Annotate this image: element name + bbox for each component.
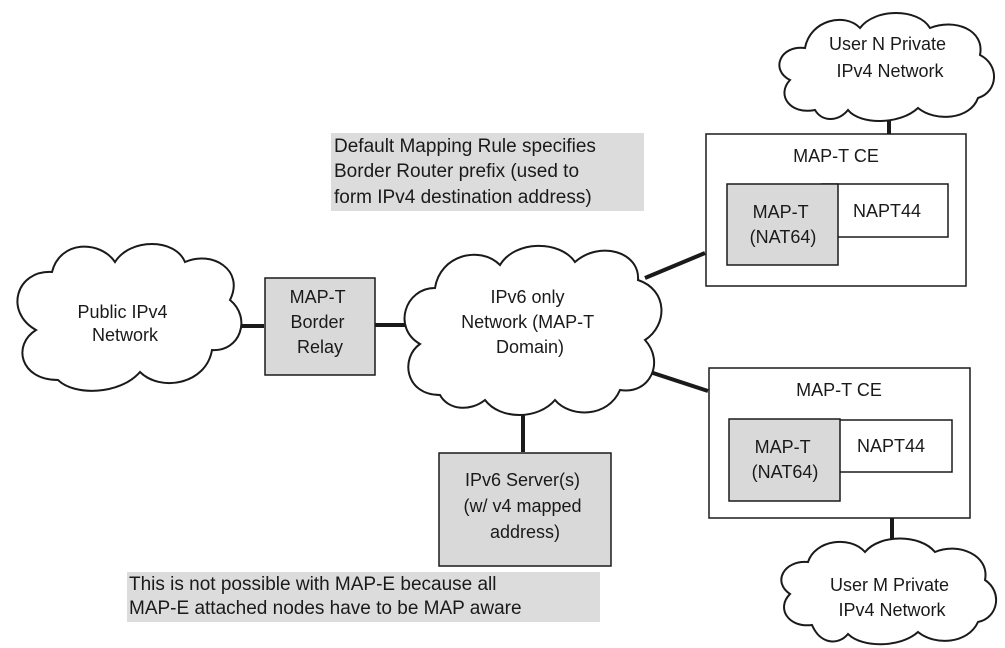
ce-top-maptnat-label: MAP-T (NAT64) — [750, 202, 817, 247]
ipv6-server: IPv6 Server(s) (w/ v4 mapped address) — [438, 452, 612, 567]
cloud-user-m: User M Private IPv4 Network — [780, 537, 998, 646]
note-mapping-rule-text: Default Mapping Rule specifies Border Ro… — [334, 136, 601, 208]
cloud-shape — [16, 243, 243, 392]
note-map-e-text: This is not possible with MAP-E because … — [129, 574, 522, 619]
ce-top-maptnat-box — [726, 183, 839, 266]
cloud-ipv6-network: IPv6 only Network (MAP-T Domain) — [403, 244, 663, 416]
cloud-user-n: User N Private IPv4 Network — [778, 12, 995, 122]
cloud-public-ipv4: Public IPv4 Network — [16, 243, 243, 392]
ce-bottom-maptnat-label: MAP-T (NAT64) — [752, 437, 819, 482]
ce-top: MAP-T CE NAPT44 MAP-T (NAT64) — [705, 133, 967, 287]
cloud-ipv6-network-label: IPv6 only Network (MAP-T Domain) — [461, 287, 599, 357]
ipv6-server-box — [438, 452, 612, 567]
note-map-e: This is not possible with MAP-E because … — [127, 572, 600, 622]
note-map-e-bg — [127, 572, 600, 622]
ce-bottom-title: MAP-T CE — [796, 380, 882, 400]
ce-bottom-maptnat-box — [728, 418, 841, 502]
ipv6-server-label: IPv6 Server(s) (w/ v4 mapped address) — [463, 470, 586, 542]
note-mapping-rule: Default Mapping Rule specifies Border Ro… — [331, 133, 644, 211]
cloud-shape — [778, 12, 995, 122]
ce-bottom-napt-box — [825, 419, 953, 473]
border-relay-label: MAP-T Border Relay — [290, 287, 351, 357]
link-ipv6-to-ce-bottom — [649, 370, 709, 393]
cloud-user-n-label: User N Private IPv4 Network — [829, 34, 951, 81]
ce-top-napt-box — [821, 183, 949, 238]
cloud-shape — [403, 244, 663, 416]
cloud-user-m-label: User M Private IPv4 Network — [830, 575, 954, 620]
border-relay: MAP-T Border Relay — [264, 277, 376, 376]
border-relay-box — [264, 277, 376, 376]
note-mapping-rule-bg — [331, 133, 644, 211]
cloud-shape — [780, 537, 998, 646]
ce-top-title: MAP-T CE — [793, 146, 879, 166]
ce-bottom-napt-label: NAPT44 — [857, 436, 925, 456]
link-ipv6-to-ce-top — [644, 251, 706, 280]
ce-bottom: MAP-T CE NAPT44 MAP-T (NAT64) — [708, 367, 971, 519]
ce-top-napt-label: NAPT44 — [853, 201, 921, 221]
cloud-public-ipv4-label: Public IPv4 Network — [77, 302, 172, 345]
